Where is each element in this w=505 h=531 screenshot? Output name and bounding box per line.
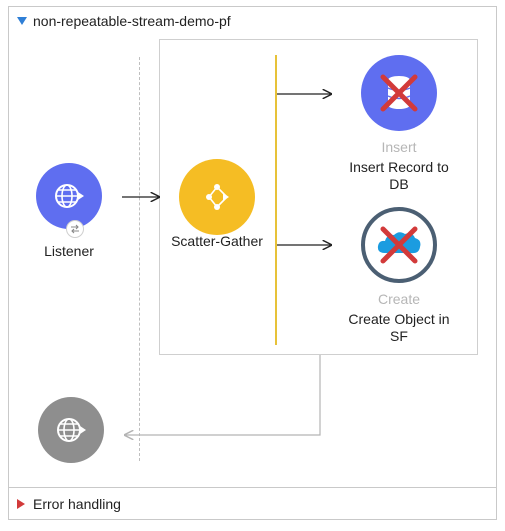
source-divider (139, 57, 140, 461)
listener-source-badge (66, 220, 84, 238)
flow-header[interactable]: non-repeatable-stream-demo-pf (9, 7, 496, 35)
globe-icon (55, 184, 84, 208)
insert-label-line2: DB (389, 176, 409, 192)
insert-node[interactable] (361, 55, 437, 131)
error-handling-section[interactable]: Error handling (9, 487, 496, 519)
swap-arrows-icon (71, 224, 79, 234)
expand-triangle-icon[interactable] (17, 498, 25, 509)
create-label-line1: Create Object in (348, 311, 450, 327)
create-node[interactable] (361, 207, 437, 283)
create-type-label: Create (377, 291, 421, 307)
scatter-gather-label: Scatter-Gather (171, 233, 263, 249)
error-handling-label: Error handling (33, 495, 121, 512)
flow-canvas: non-repeatable-stream-demo-pf (8, 6, 497, 520)
listener-node[interactable] (36, 163, 102, 229)
connector-return (125, 355, 321, 435)
split-icon (206, 184, 229, 210)
create-label-line2: SF (390, 328, 408, 344)
disabled-x-icon (380, 74, 418, 112)
globe-icon (57, 418, 86, 442)
response-node[interactable] (38, 397, 104, 463)
flow-connectors (122, 7, 498, 521)
collapse-triangle-icon[interactable] (17, 17, 27, 25)
listener-label: Listener (44, 243, 94, 259)
scatter-gather-node[interactable] (179, 159, 255, 235)
disabled-x-icon (380, 226, 418, 264)
flow-title: non-repeatable-stream-demo-pf (33, 13, 231, 29)
scatter-gather-router-bar (275, 55, 277, 345)
insert-label-line1: Insert Record to (349, 159, 449, 175)
insert-type-label: Insert (381, 139, 417, 155)
